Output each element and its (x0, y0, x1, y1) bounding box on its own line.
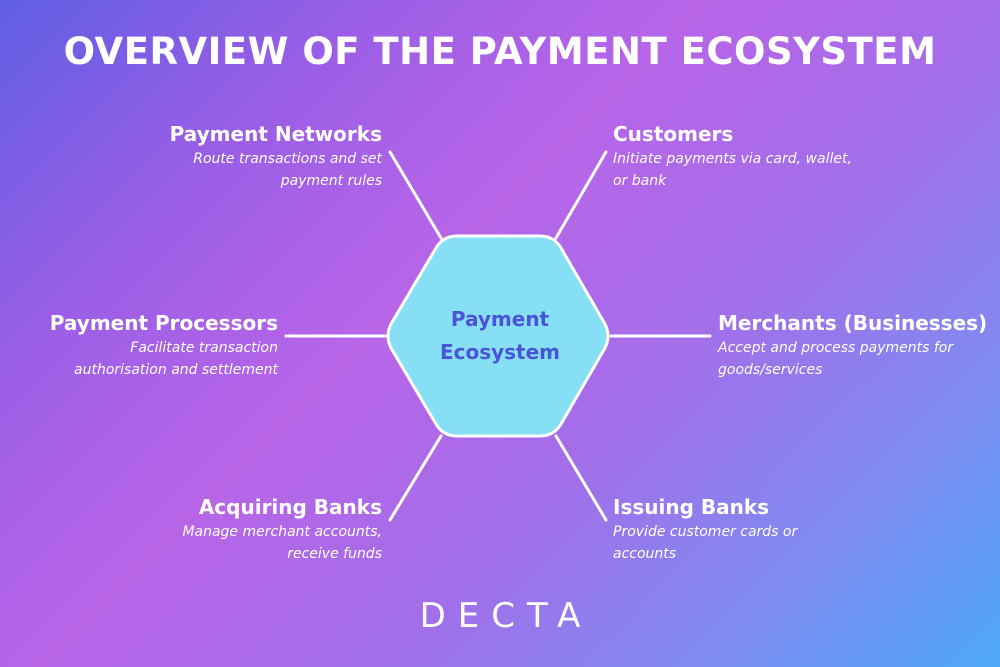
connector-acquiring-banks (388, 434, 443, 522)
center-label-line2: Ecosystem (439, 340, 561, 364)
node-payment-networks: Payment Networks Route transactions and … (170, 121, 382, 192)
node-customers: Customers Initiate payments via card, wa… (613, 121, 852, 192)
node-description-line: Facilitate transaction (130, 340, 278, 356)
node-description-line: receive funds (287, 546, 382, 562)
node-description-line: Initiate payments via card, wallet, (613, 151, 852, 167)
node-title: Merchants (Businesses) (718, 311, 988, 335)
center-hexagon (386, 234, 610, 438)
node-title: Acquiring Banks (198, 495, 382, 519)
node-description-line: authorisation and settlement (74, 362, 278, 378)
node-description-line: accounts (613, 546, 677, 562)
connector-customers (554, 150, 608, 240)
node-description: Accept and process payments for goods/se… (718, 337, 987, 381)
center-label-line1: Payment (450, 307, 550, 331)
center-label: Payment Ecosystem (400, 303, 600, 369)
node-description: Facilitate transaction authorisation and… (50, 337, 278, 381)
node-description-line: Manage merchant accounts, (182, 524, 382, 540)
node-title: Payment Processors (49, 311, 278, 335)
diagram-title: OVERVIEW OF THE PAYMENT ECOSYSTEM (63, 30, 937, 73)
node-title: Payment Networks (169, 122, 382, 146)
node-description: Manage merchant accounts, receive funds (182, 521, 382, 565)
node-acquiring-banks: Acquiring Banks Manage merchant accounts… (182, 494, 382, 565)
node-description: Provide customer cards or accounts (613, 521, 797, 565)
node-description-line: or bank (613, 173, 667, 189)
node-description-line: Provide customer cards or (613, 524, 798, 540)
node-description-line: Accept and process payments for (718, 340, 954, 356)
node-description: Initiate payments via card, wallet, or b… (613, 148, 852, 192)
brand-logo: DECTA (419, 596, 593, 636)
connector-payment-networks (388, 150, 443, 240)
node-description: Route transactions and set payment rules (170, 148, 382, 192)
node-description-line: payment rules (280, 173, 382, 189)
connector-issuing-banks (554, 434, 608, 522)
node-issuing-banks: Issuing Banks Provide customer cards or … (613, 494, 797, 565)
node-merchants: Merchants (Businesses) Accept and proces… (718, 310, 987, 381)
node-description-line: Route transactions and set (193, 151, 382, 167)
node-description-line: goods/services (718, 362, 823, 378)
node-payment-processors: Payment Processors Facilitate transactio… (50, 310, 278, 381)
node-title: Issuing Banks (613, 495, 770, 519)
node-title: Customers (613, 122, 734, 146)
